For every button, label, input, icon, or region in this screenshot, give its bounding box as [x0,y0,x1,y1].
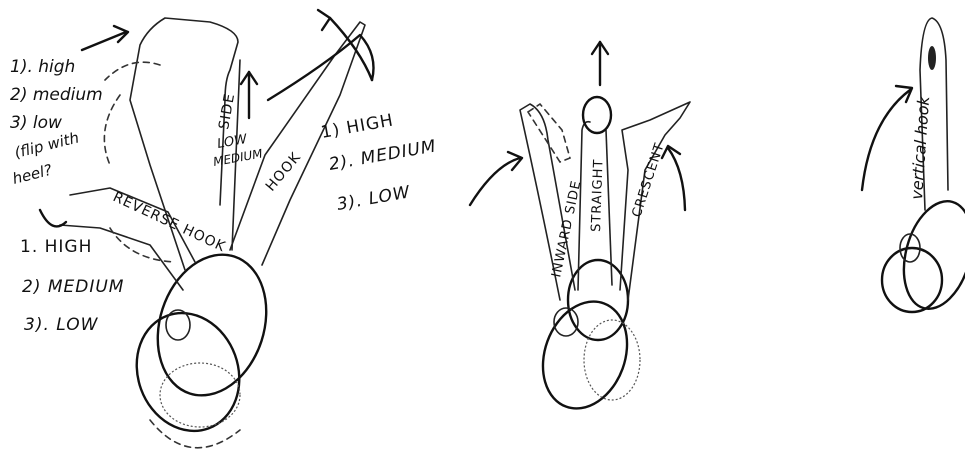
raised-leg-outline [129,17,239,271]
reverse-height-low: 3). LOW [24,315,99,335]
left-sketch-shading [159,362,241,428]
hook-height-low: 3). LOW [335,182,412,215]
reverse-hook-dashed [109,227,176,263]
inward-arrow-head [506,150,524,172]
hook-arrow-shaft [328,16,374,82]
reverse-height-medium: 2) MEDIUM [22,277,124,297]
left-hip-shape [156,253,268,397]
straight-foot [581,95,613,135]
side-arrow-head [239,70,259,86]
vertical-leg [919,17,949,211]
left-knee-shape [165,309,191,341]
middle-knee-shape [553,307,579,337]
crescent-leg [619,101,691,301]
side-label: SIDE [216,92,238,131]
left-body-shape [135,311,241,433]
left-dashed-curve [149,419,241,449]
vertical-hook-label: vertical hook [907,95,933,201]
reverse-hook-label: REVERSE HOOK [110,189,228,255]
hook-height-medium: 2). MEDIUM [327,136,438,175]
reverse-height-high: 1. HIGH [20,237,92,257]
right-knee-shape [899,233,921,263]
hook-leg-outline [229,21,366,266]
crescent-arrow-shaft [666,146,687,212]
straight-arrow-head [590,40,610,56]
inward-side-leg [519,103,576,301]
vertical-foot-mark [928,46,936,70]
toe-heel-note: heel? [11,161,54,188]
vertical-hook-arrow-head [894,84,914,104]
crescent-arrow-head [660,144,682,160]
straight-label: STRAIGHT [589,158,607,232]
toe-flip-note: (flip with [13,128,81,161]
right-body-shape [902,200,965,310]
toe-arrow-head [112,24,130,44]
crescent-label: CRESCENT [630,141,668,219]
toe-height-high: 1). high [10,57,75,77]
middle-body-shape [541,300,629,410]
side-leg-line [231,59,241,251]
side-height-low: LOW [216,132,249,152]
hook-arrow-head [316,8,332,32]
toe-arrow-shaft [80,30,128,52]
reverse-hook-leg-top [69,187,196,263]
toe-dashed-path-2 [104,61,161,81]
toe-dashed-path [103,94,121,166]
middle-kick-figure: INWARD SIDE STRAIGHT CRESCENT [468,40,691,410]
toe-height-low: 3) low [10,113,62,133]
straight-leg-right [605,129,613,286]
right-hip-shape [880,246,944,314]
vertical-hook-arrow-shaft [860,88,912,192]
hook-curve-arrow [266,33,375,102]
inward-arrow-shaft [468,156,522,207]
middle-sketch-shading [583,319,641,401]
left-kick-figure: 1). high 2) medium 3) low (flip with hee… [10,8,438,449]
inward-side-foot-dashed [526,102,571,163]
right-kick-figure: vertical hook [860,17,965,314]
toe-height-medium: 2) medium [10,85,103,105]
hook-label: HOOK [263,149,305,194]
reverse-hook-leg-bottom [59,224,184,291]
reverse-hook-sweep-arrow [38,208,68,228]
